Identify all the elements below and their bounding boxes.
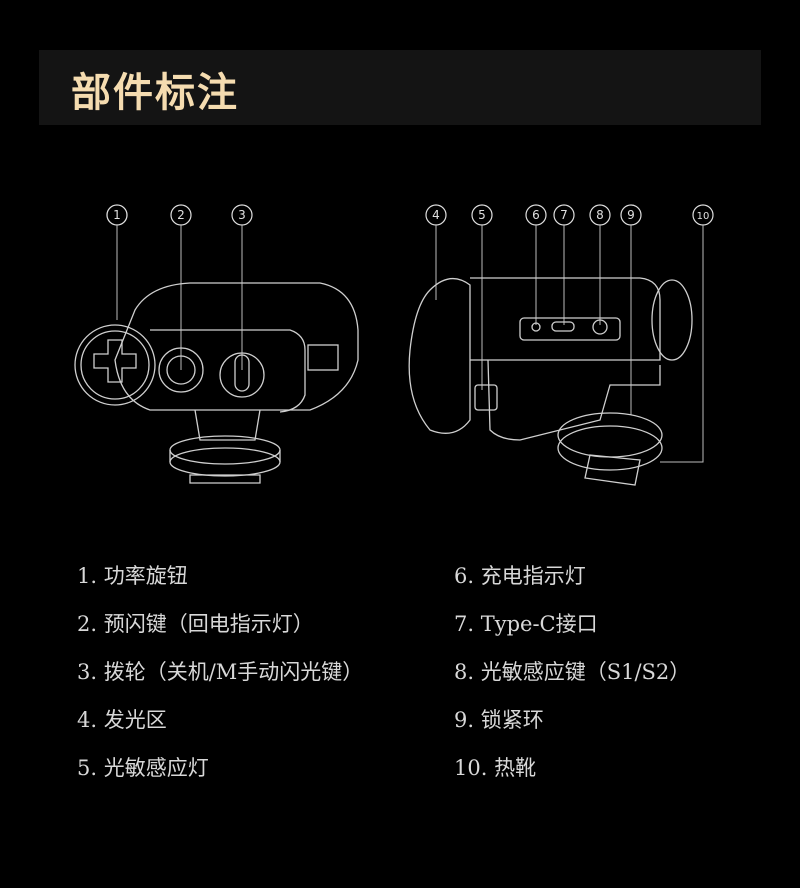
callout-10-label: 10 [697, 211, 710, 222]
page-title: 部件标注 [71, 69, 239, 116]
leader-lines [116, 225, 704, 463]
flash-front-view [74, 282, 359, 484]
callout-5-label: 5 [478, 208, 486, 222]
part-7: 7. Type-C接口 [454, 612, 598, 636]
parts-list-right: 6. 充电指示灯 7. Type-C接口 8. 光敏感应键（S1/S2） 9. … [454, 560, 690, 800]
part-1: 1. 功率旋钮 [77, 564, 188, 588]
parts-list-left: 1. 功率旋钮 2. 预闪键（回电指示灯） 3. 拨轮（关机/M手动闪光键） 4… [77, 560, 363, 800]
part-9: 9. 锁紧环 [454, 708, 544, 732]
part-4: 4. 发光区 [77, 708, 167, 732]
callout-8-label: 8 [596, 208, 604, 222]
part-8: 8. 光敏感应键（S1/S2） [454, 660, 691, 684]
callout-2-label: 2 [177, 208, 185, 222]
part-10: 10. 热靴 [454, 756, 537, 780]
part-5: 5. 光敏感应灯 [77, 756, 209, 780]
callout-4-label: 4 [432, 208, 440, 222]
section-header: 部件标注 [39, 50, 761, 125]
callout-9-label: 9 [627, 208, 635, 222]
callout-3-label: 3 [238, 208, 246, 222]
callout-markers: 1 [106, 204, 128, 226]
part-2: 2. 预闪键（回电指示灯） [77, 612, 314, 636]
part-3: 3. 拨轮（关机/M手动闪光键） [77, 660, 364, 684]
flash-side-view [408, 277, 693, 486]
callout-7-label: 7 [560, 208, 568, 222]
callout-1: 1 [106, 204, 128, 226]
flash-diagram: 1 2 3 4 5 6 7 8 9 10 [74, 204, 714, 486]
part-6: 6. 充电指示灯 [454, 564, 586, 588]
callout-6-label: 6 [532, 208, 540, 222]
callout-1-label: 1 [113, 208, 121, 222]
